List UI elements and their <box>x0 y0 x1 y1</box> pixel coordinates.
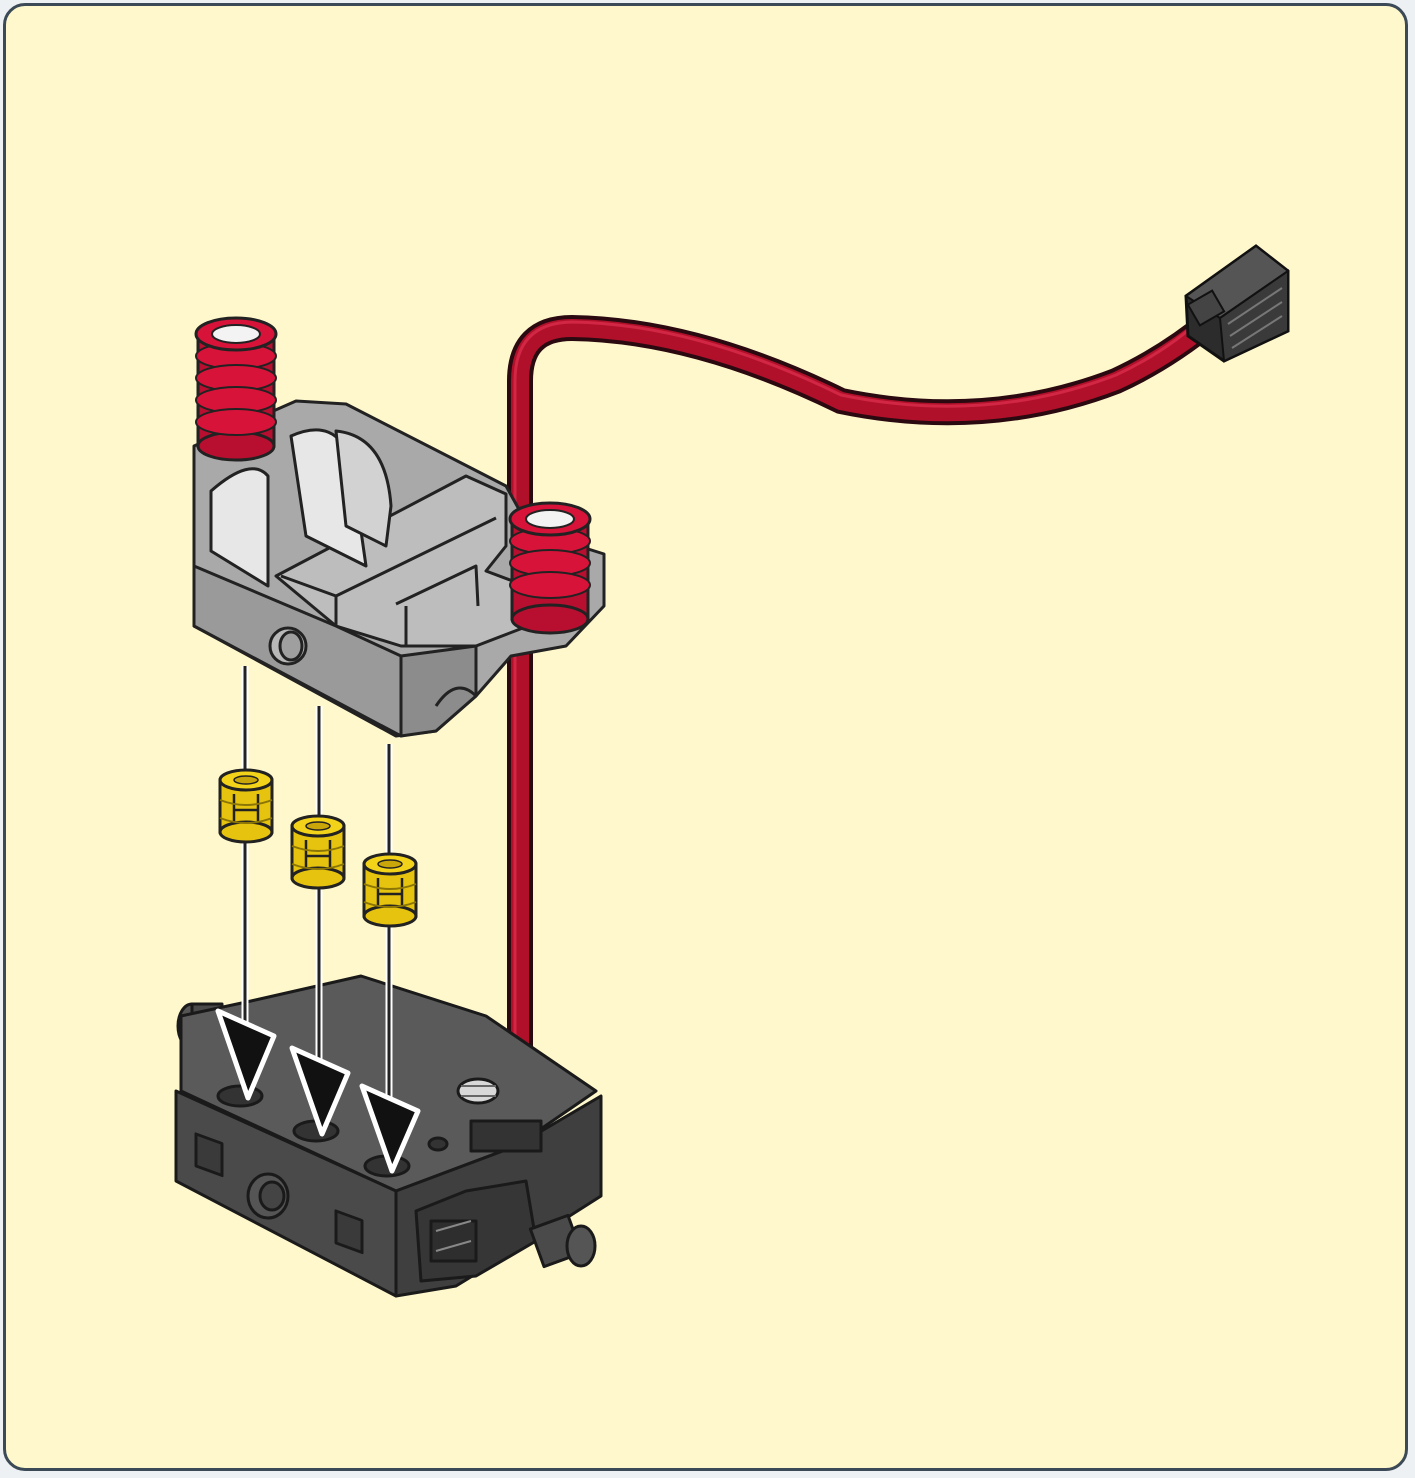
instruction-panel <box>3 3 1408 1471</box>
cable-icon <box>515 315 1211 1131</box>
connector-icon <box>1186 246 1288 361</box>
assembly-illustration <box>6 6 1408 1471</box>
